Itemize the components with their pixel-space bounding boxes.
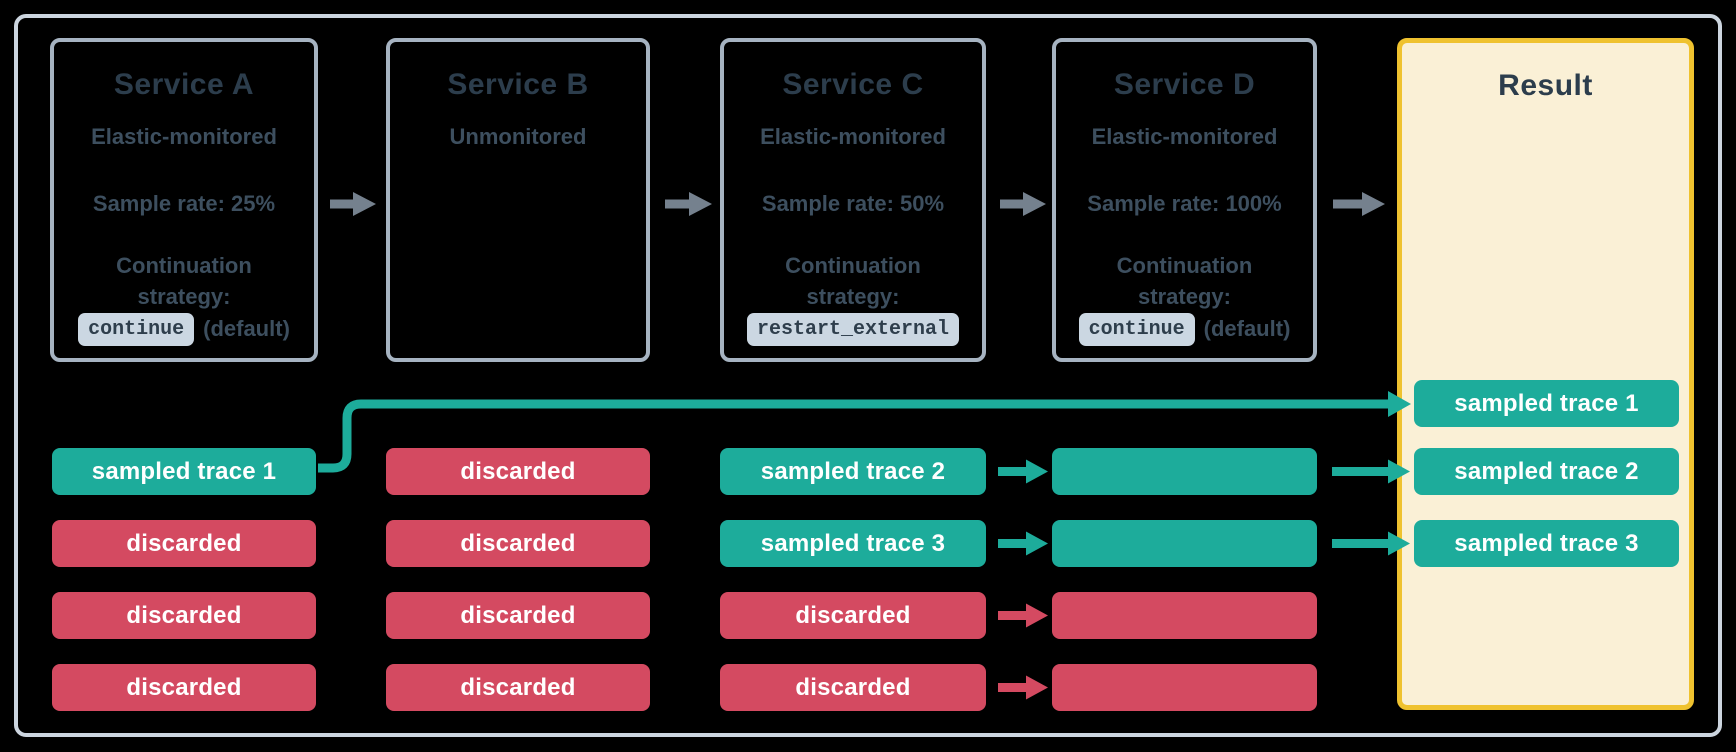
- service-c-subtitle: Elastic-monitored: [760, 124, 946, 149]
- service-d-trace-row-3: [1052, 592, 1317, 639]
- service-a-trace-row-2: discarded: [52, 520, 316, 567]
- service-d-continuation-strategy: Continuation strategy:: [1116, 253, 1253, 309]
- service-b-subtitle: Unmonitored: [449, 124, 587, 149]
- service-a-strategy-default-note: (default): [203, 316, 290, 341]
- result-title: Result: [1498, 69, 1593, 102]
- service-d-trace-row-2: [1052, 520, 1317, 567]
- diagram-outer-frame: [14, 14, 1722, 737]
- service-c-strategy-code: restart_external: [746, 312, 960, 346]
- service-a-trace-row-4: discarded: [52, 664, 316, 711]
- service-c-continuation-strategy: Continuation strategy:: [785, 253, 921, 309]
- service-d-title: Service D: [1113, 68, 1256, 101]
- service-d-card: Service D Elastic-monitored Sample rate:…: [1052, 38, 1317, 362]
- service-a-continuation-strategy: Continuation strategy:: [116, 253, 252, 309]
- service-b-trace-row-4: discarded: [386, 664, 650, 711]
- service-d-sample-rate: Sample rate: 100%: [1087, 191, 1282, 216]
- result-card: Result: [1397, 38, 1694, 710]
- service-d-strategy-code: continue: [1078, 312, 1195, 346]
- service-a-trace-row-3: discarded: [52, 592, 316, 639]
- result-trace-1: sampled trace 1: [1414, 380, 1679, 427]
- service-c-trace-row-4: discarded: [720, 664, 986, 711]
- result-trace-2: sampled trace 2: [1414, 448, 1679, 495]
- service-d-subtitle: Elastic-monitored: [1091, 124, 1278, 149]
- service-b-card: Service B Unmonitored: [386, 38, 650, 362]
- result-trace-3: sampled trace 3: [1414, 520, 1679, 567]
- service-d-trace-row-4: [1052, 664, 1317, 711]
- service-d-strategy-default-note: (default): [1203, 316, 1291, 341]
- service-a-subtitle: Elastic-monitored: [91, 124, 277, 149]
- service-a-title: Service A: [113, 68, 255, 101]
- service-c-trace-row-3: discarded: [720, 592, 986, 639]
- service-b-trace-row-1: discarded: [386, 448, 650, 495]
- service-b-title: Service B: [447, 68, 589, 101]
- service-a-strategy-code: continue: [78, 312, 195, 346]
- service-c-trace-row-2: sampled trace 3: [720, 520, 986, 567]
- service-d-trace-row-1: [1052, 448, 1317, 495]
- service-a-trace-row-1: sampled trace 1: [52, 448, 316, 495]
- service-c-sample-rate: Sample rate: 50%: [761, 191, 945, 216]
- service-a-sample-rate: Sample rate: 25%: [92, 191, 276, 216]
- service-a-card: Service A Elastic-monitored Sample rate:…: [50, 38, 318, 362]
- service-c-trace-row-1: sampled trace 2: [720, 448, 986, 495]
- service-c-card: Service C Elastic-monitored Sample rate:…: [720, 38, 986, 362]
- service-b-trace-row-3: discarded: [386, 592, 650, 639]
- service-b-trace-row-2: discarded: [386, 520, 650, 567]
- service-c-title: Service C: [782, 68, 924, 101]
